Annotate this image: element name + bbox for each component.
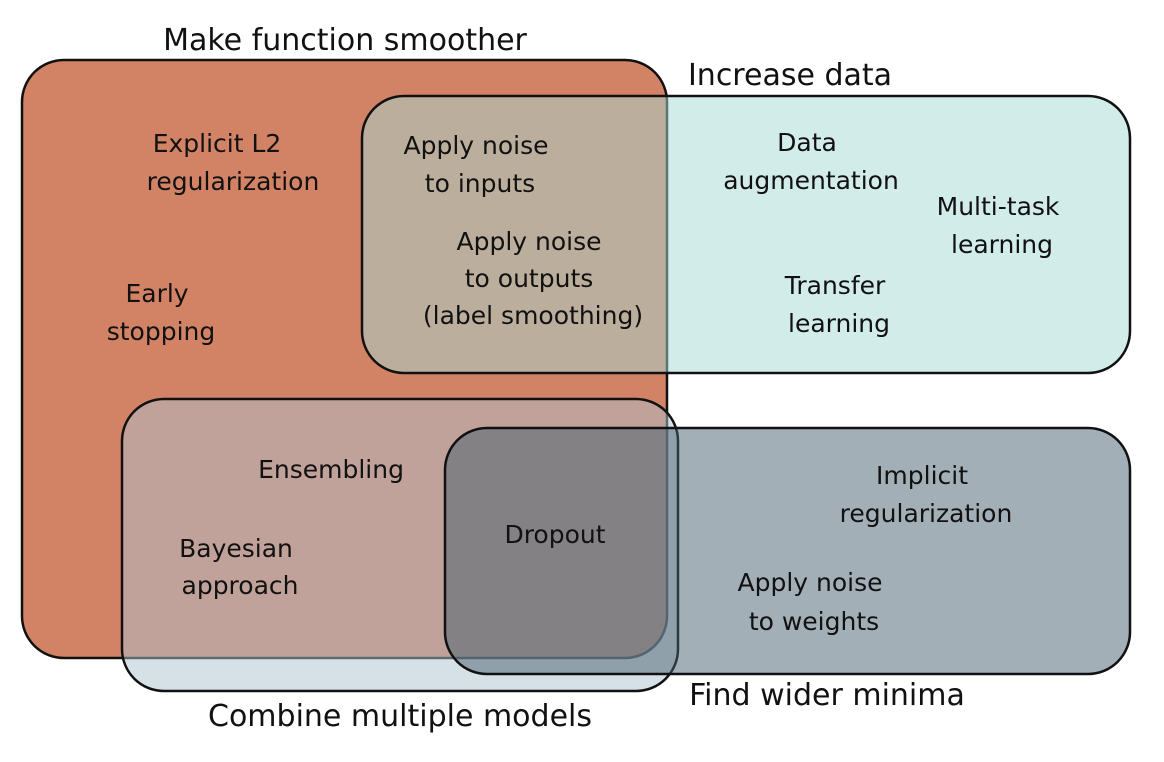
increase-data-region	[360, 94, 1132, 375]
transfer-learning-label: Transfer learning	[784, 271, 893, 338]
bayesian-approach-label: Bayesian approach	[179, 534, 301, 600]
find-wider-minima-region	[443, 426, 1132, 676]
implicit-regularization-label: Implicit regularization	[840, 461, 1013, 528]
data-augmentation-label: Data augmentation	[723, 128, 899, 195]
combine-multiple-models-title: Combine multiple models	[208, 699, 592, 734]
multi-task-learning-label: Multi-task learning	[937, 192, 1068, 259]
ensembling-label: Ensembling	[258, 455, 404, 484]
early-stopping-label: Early stopping	[107, 279, 216, 346]
apply-noise-to-outputs-label: Apply noise to outputs (label smoothing)	[423, 227, 643, 330]
apply-noise-to-weights-label: Apply noise to weights	[738, 568, 891, 636]
increase-data-title: Increase data	[688, 58, 892, 93]
find-wider-minima-title: Find wider minima	[689, 678, 965, 713]
explicit-l2-regularization-label: Explicit L2 regularization	[147, 129, 320, 196]
make-function-smoother-title: Make function smoother	[163, 23, 527, 58]
dropout-label: Dropout	[504, 520, 605, 549]
apply-noise-to-inputs-label: Apply noise to inputs	[404, 131, 557, 198]
